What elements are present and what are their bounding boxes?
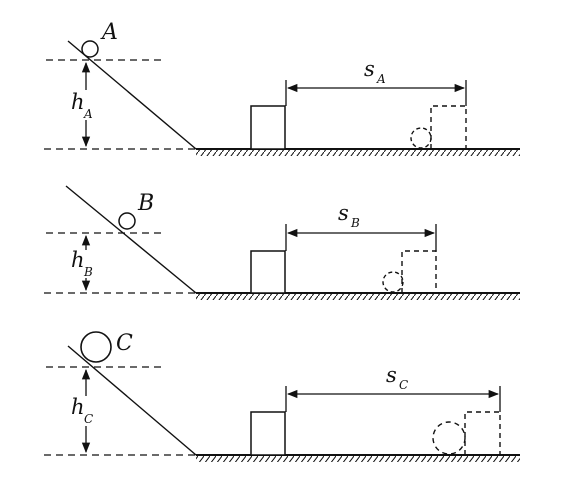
distance-subscript-b: B <box>350 216 360 230</box>
block-final-position-dashed <box>401 250 437 293</box>
distance-subscript-a: A <box>376 72 386 86</box>
distance-label-c: s <box>386 363 397 387</box>
block-initial-position <box>250 250 286 294</box>
distance-label-a: s <box>364 57 375 81</box>
incline-ramp <box>65 185 197 294</box>
height-subscript-b: B <box>83 265 93 279</box>
ball-final-position-dashed <box>410 127 432 149</box>
block-final-position-dashed <box>430 105 467 149</box>
ground-hatching <box>196 149 520 156</box>
block-final-position-dashed <box>464 411 501 455</box>
panel-b: B h B s B <box>44 185 520 300</box>
ground-hatching <box>196 293 520 300</box>
panel-c: C h C s C <box>44 331 520 462</box>
ball-label-c: C <box>116 331 133 356</box>
ball-label-a: A <box>100 20 118 45</box>
block-initial-position <box>250 105 286 150</box>
distance-subscript-c: C <box>399 378 408 392</box>
ball-final-position-dashed <box>382 271 404 293</box>
incline-ramp <box>67 40 197 150</box>
ball-b <box>118 212 136 230</box>
ground-hatching <box>196 455 520 462</box>
height-subscript-a: A <box>83 107 93 121</box>
height-label-c: h <box>71 395 85 419</box>
ball-label-b: B <box>137 191 154 216</box>
height-subscript-c: C <box>84 412 93 426</box>
ball-final-position-dashed <box>432 421 466 455</box>
ball-c <box>80 331 112 363</box>
height-label-a: h <box>71 90 85 114</box>
ball-a <box>81 40 99 58</box>
distance-label-b: s <box>338 201 349 225</box>
panel-a: A h A s A <box>44 20 520 156</box>
block-initial-position <box>250 411 286 456</box>
incline-ramp <box>67 345 197 456</box>
height-label-b: h <box>71 248 85 272</box>
